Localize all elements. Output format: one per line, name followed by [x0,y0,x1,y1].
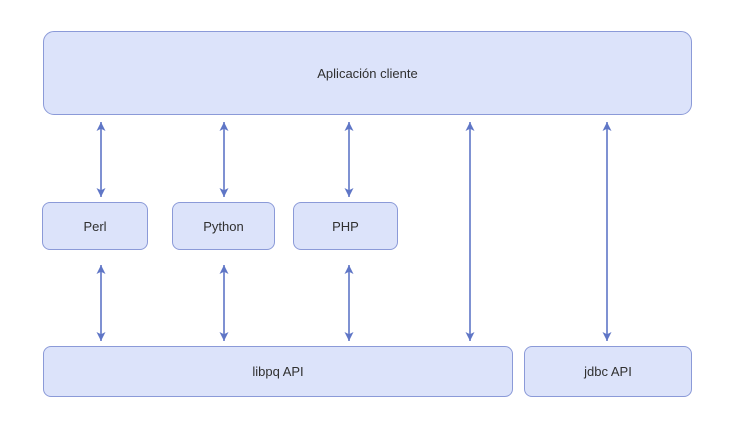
node-python: Python [172,202,275,250]
node-perl: Perl [42,202,148,250]
node-jdbc-api: jdbc API [524,346,692,397]
node-aplicacion-cliente: Aplicación cliente [43,31,692,115]
node-php-label: PHP [332,218,359,234]
node-jdbc-api-label: jdbc API [584,364,632,379]
node-perl-label: Perl [83,218,107,234]
node-python-label: Python [203,218,244,234]
node-php: PHP [293,202,398,250]
node-libpq-api-label: libpq API [252,364,304,379]
node-libpq-api: libpq API [43,346,513,397]
node-aplicacion-cliente-label: Aplicación cliente [317,65,418,81]
